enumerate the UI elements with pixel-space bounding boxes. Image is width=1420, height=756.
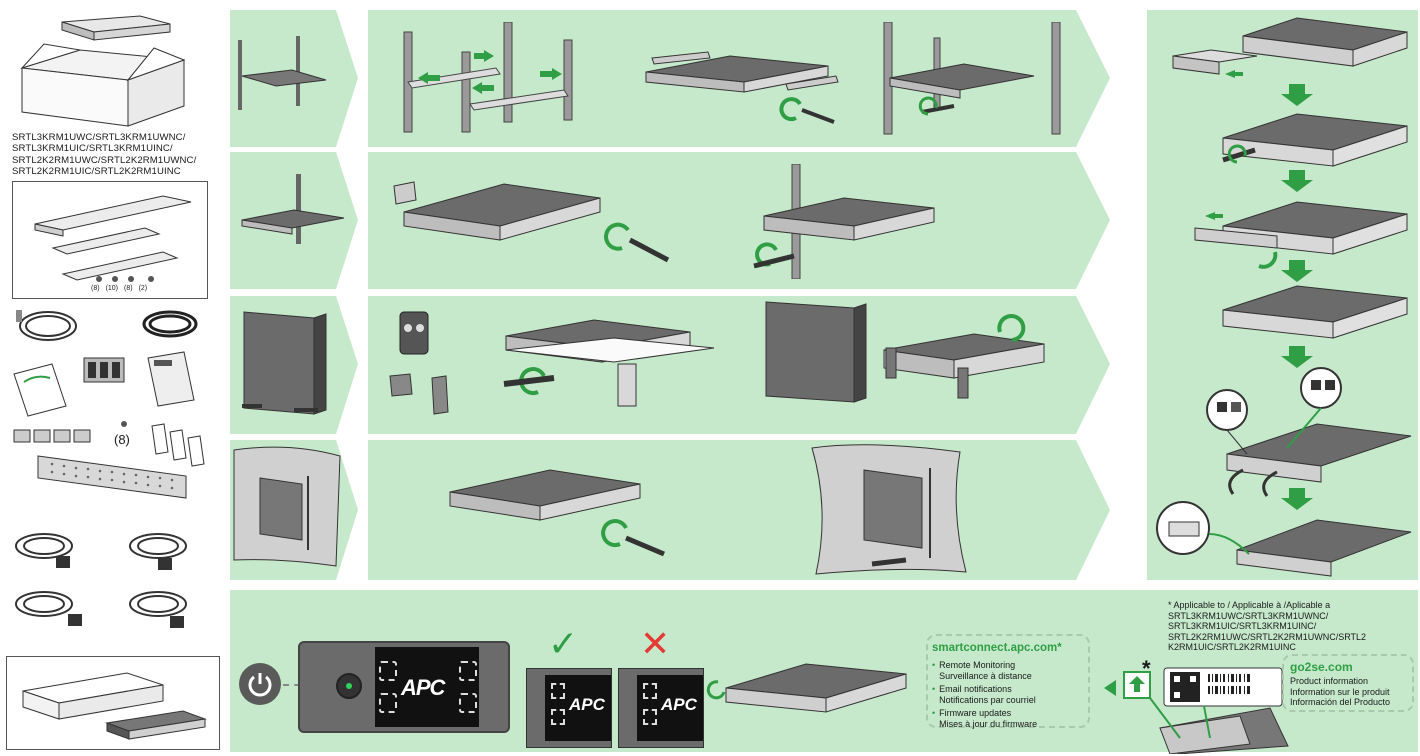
go2se-url[interactable]: go2se.com: [1290, 660, 1353, 674]
applicable-line: SRTL3KRM1UWC/SRTL3KRM1UWNC/: [1168, 610, 1329, 621]
rack-mount-steps: [238, 22, 1061, 135]
smartconnect-url[interactable]: smartconnect.apc.com*: [932, 642, 1062, 654]
tower-mount-steps: [242, 301, 1045, 415]
applicable-line: * Applicable to / Applicable à /Aplicabl…: [1168, 600, 1331, 610]
go2se-item: Información del Producto: [1290, 697, 1391, 707]
status-led-icon: [336, 673, 362, 699]
rail-hardware-box: (8) (10) (8) (2): [12, 181, 208, 299]
feature-fr: Mises à jour du firmware: [939, 718, 1038, 729]
correct-press-illustration: APC: [526, 668, 612, 748]
power-button-icon: [239, 663, 281, 705]
ups-package-box: [6, 656, 220, 750]
model-line: SRTL2K2RM1UIC/SRTL2K2RM1UINC: [12, 166, 181, 178]
up-button[interactable]: [459, 661, 477, 681]
model-line: SRTL2K2RM1UWC/SRTL2K2RM1UWNC/: [12, 154, 197, 166]
wrong-cross-icon: ✕: [640, 623, 671, 664]
bezel-snap-illustration: [706, 663, 907, 713]
go2se-list: Product information Information sur le p…: [1290, 676, 1390, 708]
menu-button[interactable]: [379, 661, 397, 681]
apc-logo: APC: [401, 675, 445, 700]
bezel-install-panel: [1147, 10, 1418, 580]
left-arrow-icon: [1104, 680, 1116, 696]
model-line: SRTL3KRM1UIC/SRTL3KRM1UINC/: [12, 143, 173, 155]
box-contents-illustration: [10, 8, 190, 128]
accessories-illustration: (8): [8, 302, 218, 642]
feature-en: Remote Monitoring: [939, 660, 1016, 670]
feature-fr: Surveillance à distance: [939, 670, 1032, 681]
screw-count: (8): [124, 285, 133, 292]
feature-en: Email notifications: [939, 684, 1012, 694]
correct-check-icon: ✓: [548, 623, 579, 664]
applicable-models: * Applicable to / Applicable à /Aplicabl…: [1168, 600, 1408, 653]
wrong-press-illustration: APC: [618, 668, 704, 748]
applicable-line: K2RM1UIC/SRTL2K2RM1UINC: [1168, 642, 1296, 652]
apc-logo-small: APC: [569, 695, 605, 714]
model-line: SRTL3KRM1UWC/SRTL3KRM1UWNC/: [12, 132, 186, 143]
apc-logo-small: APC: [661, 695, 697, 714]
ok-button[interactable]: [379, 693, 397, 713]
bracket-screw-steps: [241, 164, 935, 279]
go2se-info: go2se.com Product information Informatio…: [1282, 654, 1414, 712]
go2se-item: Product information: [1290, 676, 1369, 686]
smartconnect-info: smartconnect.apc.com* • Remote Monitorin…: [926, 634, 1090, 729]
applicable-line: SRTL2K2RM1UWC/SRTL2K2RM1UWNC/SRTL2: [1168, 631, 1367, 642]
wall-mount-steps: [233, 444, 967, 575]
ups-control-panel: APC: [298, 641, 510, 733]
screw-count: (10): [105, 285, 119, 292]
down-button[interactable]: [459, 693, 477, 713]
accessory-screw-count: (8): [114, 432, 130, 447]
screw-count: (8): [91, 285, 100, 292]
product-label-illustration: [1123, 667, 1289, 754]
feature-en: Firmware updates: [939, 708, 1012, 718]
model-list: SRTL3KRM1UWC/SRTL3KRM1UWNC/ SRTL3KRM1UIC…: [12, 132, 212, 178]
screw-counts: (8) (10) (8) (2): [91, 285, 147, 292]
label-asterisk: *: [1142, 656, 1151, 681]
lcd-screen: APC: [375, 647, 479, 727]
applicable-line: SRTL3KRM1UIC/SRTL3KRM1UINC/: [1168, 621, 1317, 631]
screw-count: (2): [138, 285, 148, 292]
go2se-item: Information sur le produit: [1290, 686, 1390, 697]
screw-icons: [93, 274, 163, 284]
feature-fr: Notifications par courriel: [939, 694, 1036, 705]
